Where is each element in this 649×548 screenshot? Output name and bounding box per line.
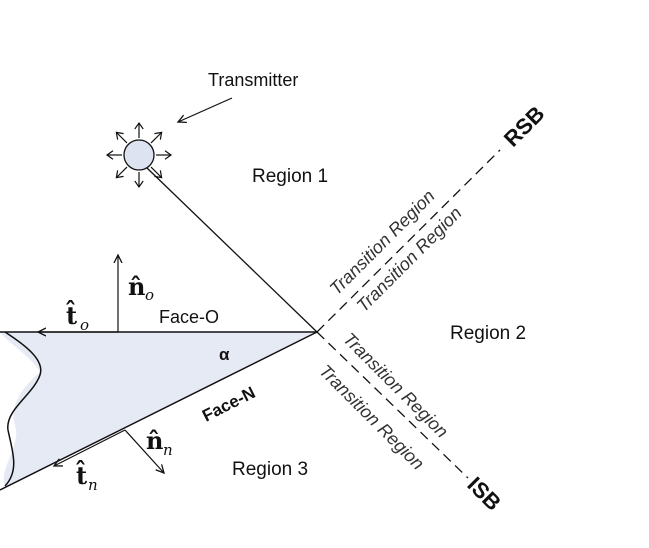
svg-text:t̂: t̂: [75, 460, 87, 490]
transmitter-icon: [105, 121, 173, 189]
transmitter-ray-head: [164, 150, 173, 160]
rsb-label: RSB: [499, 101, 550, 152]
transmitter-ray-head: [134, 121, 144, 130]
incident-ray: [146, 167, 318, 333]
transmitter-pointer-arrow: [178, 97, 233, 122]
t-o-symbol: t̂ o: [65, 300, 89, 334]
transmitter-label: Transmitter: [208, 70, 298, 90]
n-o-symbol: n̂ o: [128, 272, 154, 304]
transmitter-ray: [115, 131, 128, 144]
transmitter-ray-head: [105, 150, 114, 160]
transmitter-ray-head: [134, 180, 144, 189]
wedge-left-contour: [4, 331, 42, 487]
transmitter-ray-head: [154, 170, 163, 179]
svg-text:o: o: [80, 316, 89, 334]
svg-text:t̂: t̂: [65, 300, 77, 330]
transmitter-ray-head: [115, 131, 124, 140]
svg-text:n: n: [163, 441, 173, 459]
svg-text:n: n: [88, 476, 98, 494]
svg-text:o: o: [145, 286, 154, 304]
face-o-label: Face-O: [159, 307, 219, 327]
isb-label: ISB: [462, 472, 506, 516]
transmitter-ray: [150, 166, 163, 179]
region-3-label: Region 3: [232, 459, 308, 480]
transmitter-ray-head: [154, 131, 163, 140]
transmitter-ray: [150, 131, 163, 144]
region-1-label: Region 1: [252, 166, 328, 187]
svg-text:n̂: n̂: [128, 272, 145, 301]
transmitter-ray-head: [115, 170, 124, 179]
region-2-label: Region 2: [450, 323, 526, 344]
t-n-symbol: t̂ n: [75, 460, 97, 494]
n-n-arrow: [124, 429, 164, 473]
n-n-symbol: n̂ n: [146, 426, 173, 459]
isb-boundary-line: [316, 331, 469, 479]
wedge-angle-label: α: [219, 345, 230, 364]
transition-lower-outer: Transition Region: [315, 361, 428, 474]
face-n-label: Face-N: [199, 383, 258, 426]
rsb-boundary-line: [316, 149, 501, 333]
t-n-arrow: [54, 429, 126, 466]
transition-lower-inner: Transition Region: [339, 329, 452, 442]
transmitter-ray: [115, 166, 128, 179]
svg-text:n̂: n̂: [146, 426, 163, 455]
